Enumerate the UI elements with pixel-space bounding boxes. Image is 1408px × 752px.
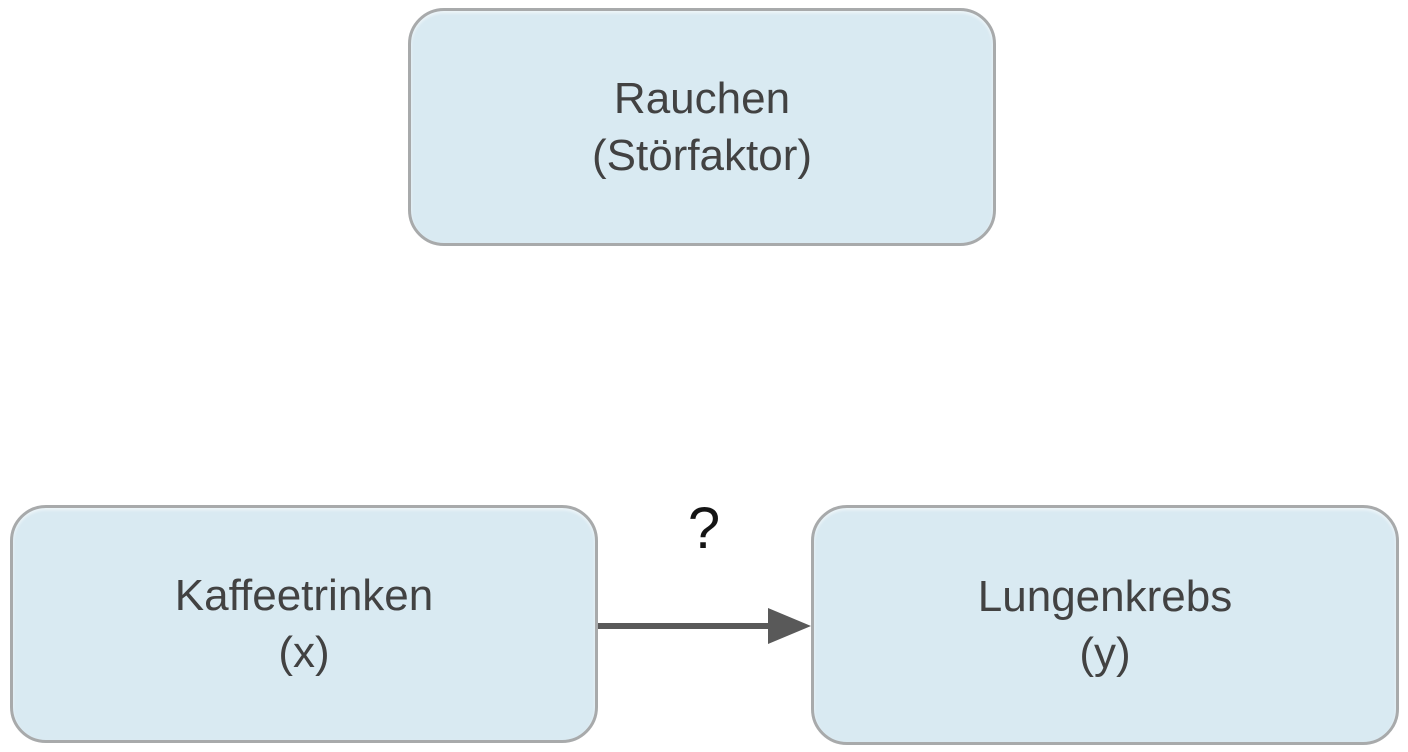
node-label-line2: (x) xyxy=(278,628,330,677)
edge-question-mark-label: ? xyxy=(687,496,721,561)
node-confounder-rauchen: Rauchen (Störfaktor) xyxy=(408,8,996,246)
node-label-line1: Rauchen xyxy=(613,74,791,123)
node-label-line1: Lungenkrebs xyxy=(977,572,1233,621)
node-outcome-lungenkrebs: Lungenkrebs (y) xyxy=(811,505,1399,745)
node-label-line2: (y) xyxy=(1079,629,1131,678)
node-exposure-kaffeetrinken: Kaffeetrinken (x) xyxy=(10,505,598,743)
arrow-exposure-to-outcome-icon xyxy=(598,608,811,644)
node-label-line1: Kaffeetrinken xyxy=(174,571,434,620)
node-label-line2: (Störfaktor) xyxy=(591,131,813,180)
